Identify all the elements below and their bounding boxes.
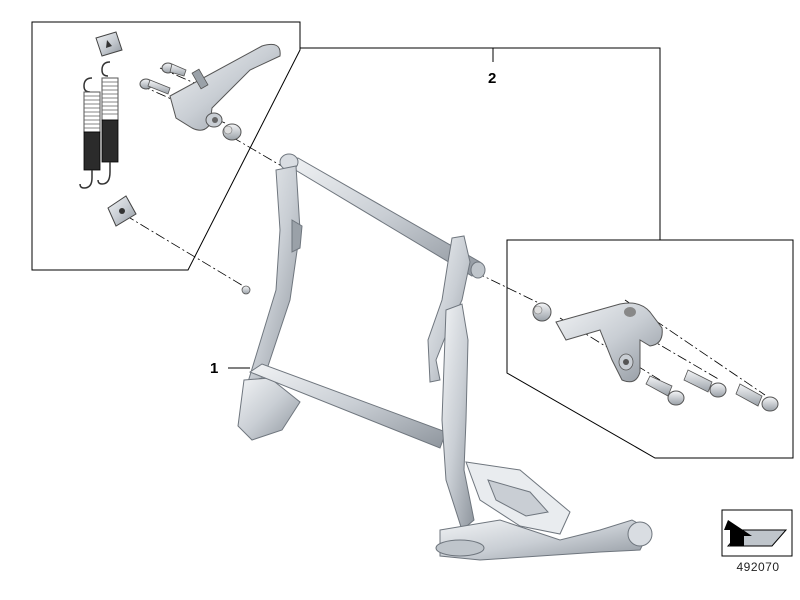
bolt-right-1	[645, 375, 685, 406]
frame-pin	[241, 285, 251, 295]
bolt-right-3	[735, 383, 779, 412]
detail-box-right	[506, 239, 794, 459]
bracket-bolt-lower	[139, 78, 171, 95]
spring-plate-top	[95, 31, 123, 57]
center-stand-frame	[237, 153, 653, 561]
bolt-right-2	[683, 369, 727, 398]
reference-number: 492070	[736, 560, 780, 574]
bushing-left	[222, 123, 242, 141]
reference-icon-box	[721, 509, 793, 557]
arrow-icon	[724, 520, 788, 547]
spring-bracket	[169, 43, 281, 131]
spring-right	[97, 61, 119, 185]
stand-bracket-right	[555, 302, 663, 383]
callout-label-2: 2	[488, 70, 496, 87]
callout-2-bracket	[300, 47, 661, 240]
callout-label-1: 1	[210, 360, 218, 377]
spring-left	[79, 77, 101, 189]
spring-plate-bottom	[107, 195, 137, 227]
bushing-right	[532, 302, 552, 322]
bracket-bolt-upper	[161, 62, 187, 77]
